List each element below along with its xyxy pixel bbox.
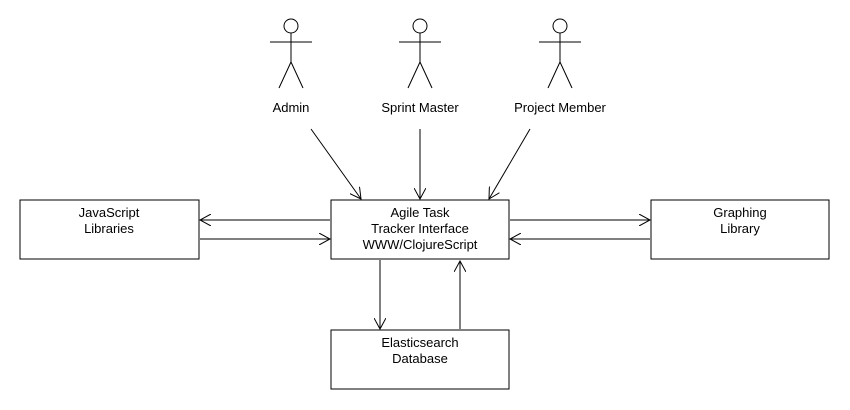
box-label-line: Agile Task xyxy=(390,205,450,220)
actor-sprint-master: Sprint Master xyxy=(381,18,459,115)
stick-figure-icon xyxy=(539,18,581,89)
box-label-line: Graphing xyxy=(713,205,766,220)
box-label-line: Libraries xyxy=(84,221,134,236)
box-elasticsearch-database: Elasticsearch Database xyxy=(330,329,510,390)
arrow-project-member-to-tracker xyxy=(489,128,531,199)
box-graphing-library: Graphing Library xyxy=(650,199,830,260)
box-javascript-libraries: JavaScript Libraries xyxy=(19,199,200,260)
actor-project-member: Project Member xyxy=(514,18,607,115)
actor-admin: Admin xyxy=(270,18,312,115)
actor-label-sprint-master: Sprint Master xyxy=(381,100,459,115)
actor-label-project-member: Project Member xyxy=(514,100,606,115)
actor-label-admin: Admin xyxy=(273,100,310,115)
arrow-admin-to-tracker xyxy=(310,128,361,199)
box-label-line: WWW/ClojureScript xyxy=(363,237,478,252)
box-label-line: Elasticsearch xyxy=(381,335,458,350)
stick-figure-icon xyxy=(399,18,441,89)
box-label-line: Library xyxy=(720,221,760,236)
box-agile-task-tracker: Agile Task Tracker Interface WWW/Clojure… xyxy=(330,199,510,260)
stick-figure-icon xyxy=(270,18,312,89)
box-label-line: JavaScript xyxy=(79,205,140,220)
box-label-line: Tracker Interface xyxy=(371,221,469,236)
box-label-line: Database xyxy=(392,351,448,366)
